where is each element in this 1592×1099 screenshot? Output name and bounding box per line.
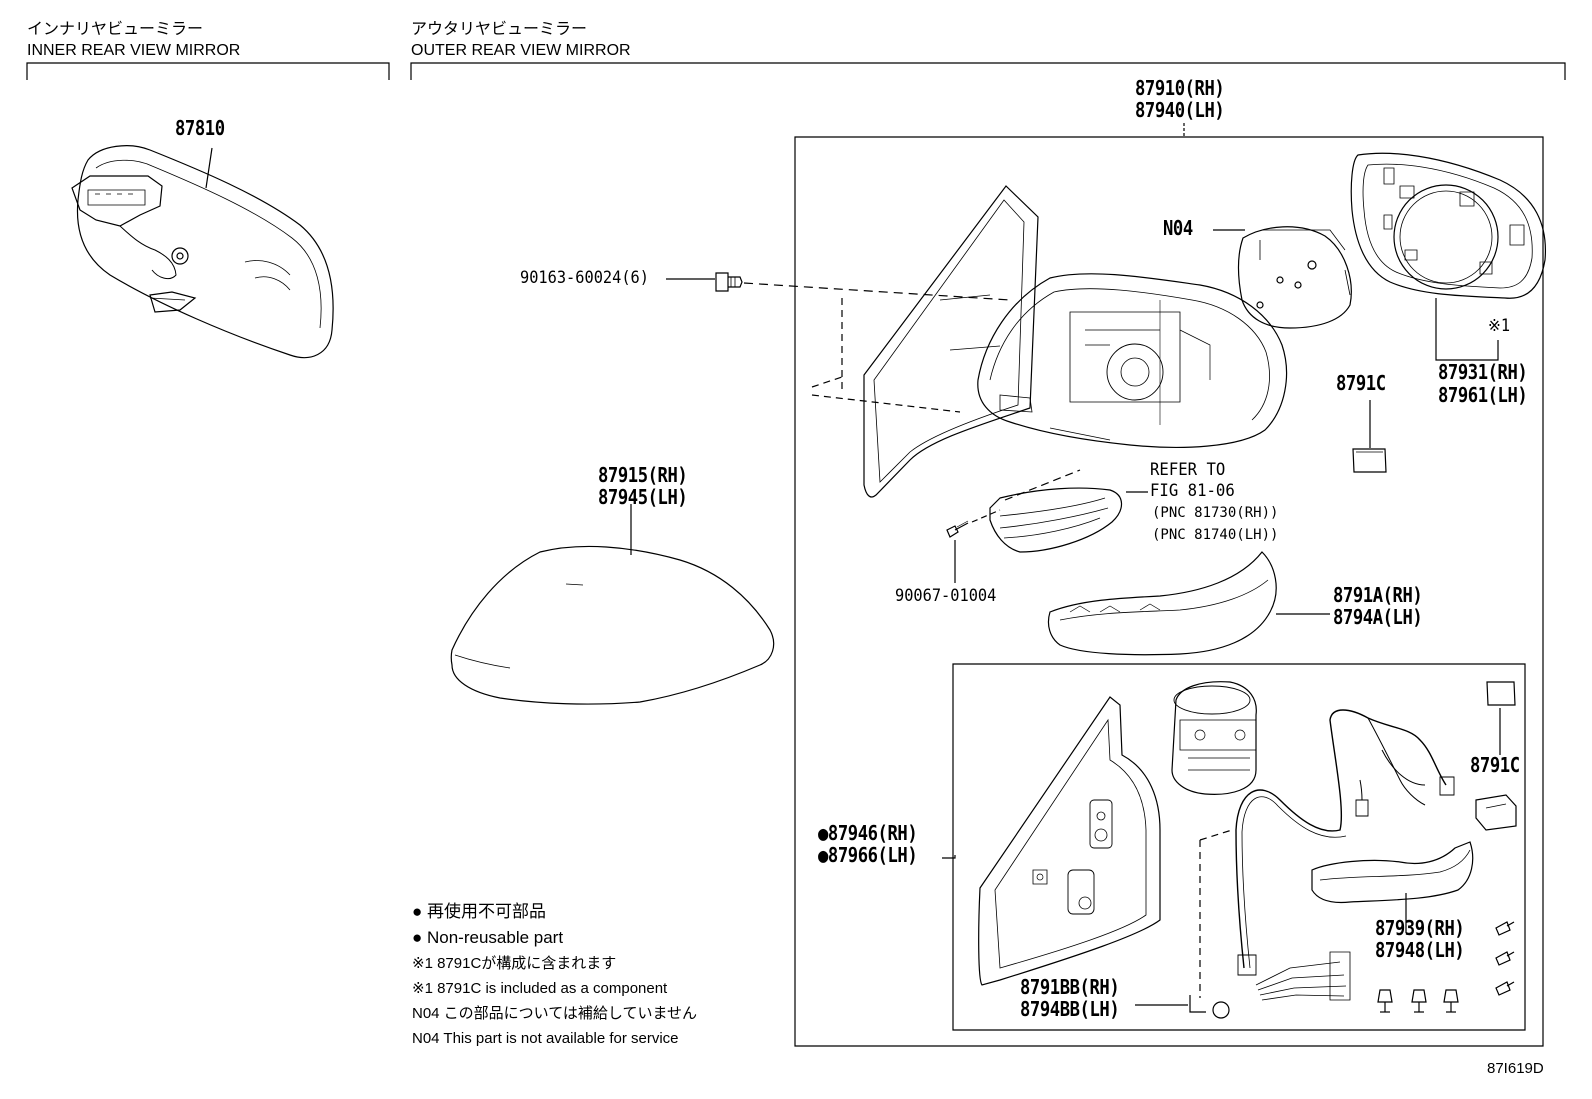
screw-90067 <box>947 521 968 537</box>
inner-rear-view-mirror <box>72 146 333 358</box>
adhesive-pad-top <box>1353 449 1386 472</box>
label-refer-to: REFER TO <box>1150 460 1226 480</box>
note-not-available-jp: N04 この部品については補給していません <box>412 1005 698 1022</box>
screw-path-dashed <box>744 283 1010 300</box>
note-nonreusable-jp: ● 再使用不可部品 <box>412 902 546 921</box>
lamp-dashed <box>1005 470 1080 500</box>
outer-section-bracket <box>411 63 1565 80</box>
leader-87810 <box>206 148 212 188</box>
label-8794bb: 8794BB(LH) <box>1020 997 1120 1021</box>
label-87940: 87940(LH) <box>1135 98 1225 122</box>
note-not-available-en: N04 This part is not available for servi… <box>412 1030 679 1047</box>
inner-section-bracket <box>27 63 389 80</box>
label-pnc-lh: (PNC 81740(LH)) <box>1152 527 1279 543</box>
side-cover-strip <box>1048 552 1276 655</box>
harness-dashed <box>1200 830 1232 998</box>
leader-87931 <box>1436 298 1498 360</box>
outer-mirror-jp-heading: アウタリヤビューミラー <box>411 21 588 38</box>
label-90067: 90067-01004 <box>895 586 997 606</box>
note-component-en: ※1 8791C is included as a component <box>412 980 668 997</box>
mirror-base <box>979 697 1160 985</box>
lower-cover <box>1312 842 1473 903</box>
mirror-cover <box>451 546 773 704</box>
label-87910: 87910(RH) <box>1135 76 1225 100</box>
label-n04: N04 <box>1163 216 1193 240</box>
label-87810: 87810 <box>175 116 225 140</box>
label-8791c-bottom: 8791C <box>1470 753 1520 777</box>
label-ref1: ※1 <box>1488 316 1511 336</box>
label-87948: 87948(LH) <box>1375 938 1465 962</box>
label-pnc-rh: (PNC 81730(RH)) <box>1152 505 1279 521</box>
label-8791c-top: 8791C <box>1336 371 1386 395</box>
label-8791a: 8791A(RH) <box>1333 583 1423 607</box>
label-87945: 87945(LH) <box>598 485 688 509</box>
outer-mirror-assembly-box <box>795 137 1543 1046</box>
figure-id: 87I619D <box>1487 1060 1544 1077</box>
mirror-motor <box>1172 682 1256 795</box>
mirror-plate <box>1351 153 1545 298</box>
sub-assembly-box <box>953 664 1525 1030</box>
leader-87946 <box>942 855 955 858</box>
label-8794a: 8794A(LH) <box>1333 605 1423 629</box>
label-87946: ●87946(RH) <box>818 821 918 845</box>
label-87939: 87939(RH) <box>1375 916 1465 940</box>
label-87931: 87931(RH) <box>1438 360 1528 384</box>
mirror-housing <box>978 274 1287 448</box>
turn-signal-lamp <box>990 488 1122 552</box>
wire-harness <box>1236 710 1454 1000</box>
small-screws <box>1378 922 1514 1012</box>
label-87961: 87961(LH) <box>1438 383 1528 407</box>
label-8791bb: 8791BB(RH) <box>1020 975 1120 999</box>
adhesive-pad-bottom <box>1476 682 1516 830</box>
mirror-actuator <box>1238 227 1351 328</box>
screw-90067-dashed <box>972 510 1000 522</box>
note-component-jp: ※1 8791Cが構成に含まれます <box>412 955 617 972</box>
harness-clip <box>1190 995 1229 1018</box>
label-87915: 87915(RH) <box>598 463 688 487</box>
inner-mirror-en-heading: INNER REAR VIEW MIRROR <box>27 42 241 59</box>
label-fig: FIG 81-06 <box>1150 481 1235 501</box>
note-nonreusable-en: ● Non-reusable part <box>412 928 564 947</box>
inner-mirror-jp-heading: インナリヤビューミラー <box>27 21 204 38</box>
outer-mirror-en-heading: OUTER REAR VIEW MIRROR <box>411 42 631 59</box>
label-87966: ●87966(LH) <box>818 843 918 867</box>
screw-90163 <box>716 273 742 291</box>
label-90163: 90163-60024(6) <box>520 268 649 288</box>
mirror-glass <box>864 186 1038 497</box>
alignment-dashed <box>812 298 960 412</box>
